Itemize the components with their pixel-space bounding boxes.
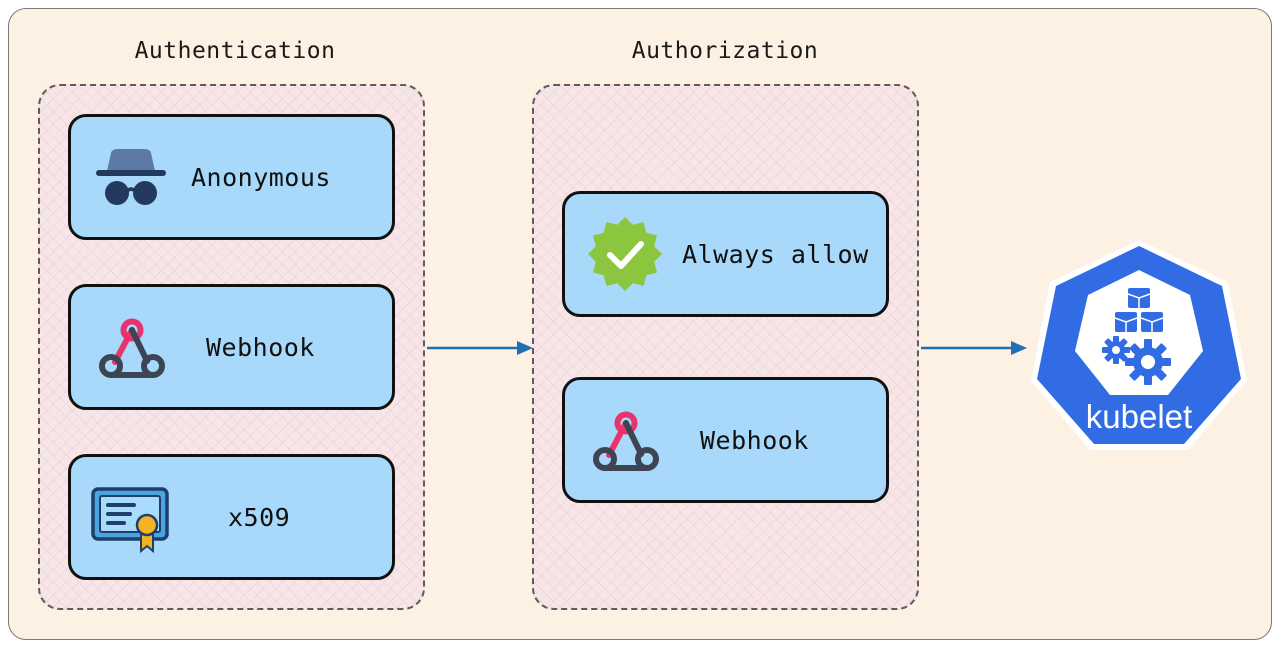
authorization-group	[532, 84, 919, 610]
auth-anonymous-label: Anonymous	[191, 163, 331, 192]
authz-always-allow-label: Always allow	[682, 240, 869, 269]
auth-anonymous-card: Anonymous	[68, 114, 395, 240]
kubernetes-heptagon-icon	[1031, 240, 1247, 450]
arrow-auth-to-authz	[427, 341, 533, 355]
incognito-icon	[96, 149, 166, 205]
auth-webhook-label: Webhook	[206, 333, 315, 362]
authentication-title: Authentication	[134, 38, 336, 64]
webhook-icon	[99, 318, 165, 378]
authz-always-allow-card: Always allow	[562, 191, 889, 317]
check-badge-icon	[588, 217, 662, 291]
certificate-icon	[91, 487, 169, 553]
authz-webhook-label: Webhook	[700, 426, 809, 455]
auth-x509-label: x509	[228, 503, 291, 532]
kubelet-node: kubelet	[1028, 238, 1250, 460]
webhook-icon	[593, 411, 659, 471]
auth-webhook-card: Webhook	[68, 284, 395, 410]
arrow-authz-to-kubelet	[921, 341, 1027, 355]
auth-x509-card: x509	[68, 454, 395, 580]
authorization-title: Authorization	[631, 38, 819, 64]
kubelet-label: kubelet	[1085, 398, 1193, 435]
authz-webhook-card: Webhook	[562, 377, 889, 503]
